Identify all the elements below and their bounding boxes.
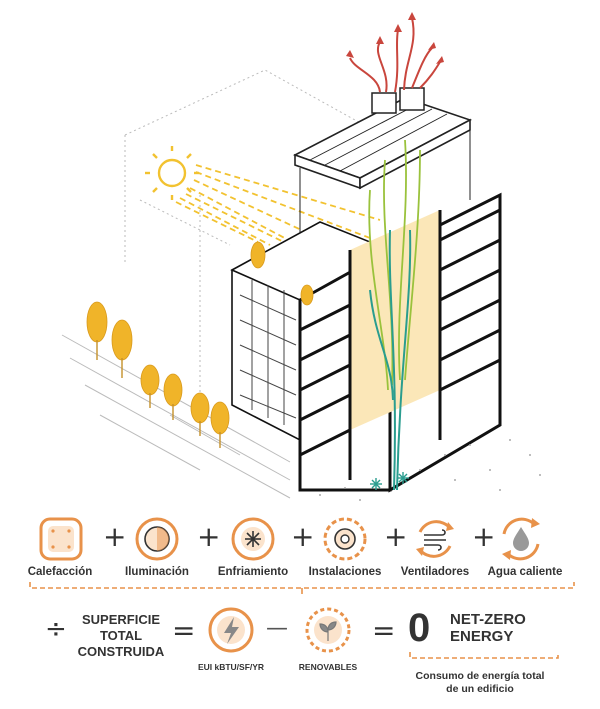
- lighting-icon: [135, 517, 179, 561]
- fresh-air-flows: [368, 139, 421, 391]
- leaf-icon: [305, 607, 351, 653]
- net-zero-energy-title: NET-ZERO ENERGY: [450, 611, 526, 645]
- fans-icon: [416, 520, 454, 558]
- hot-water-icon: [502, 517, 540, 561]
- component-label: Agua caliente: [487, 566, 563, 578]
- geothermal-flows: [369, 229, 412, 491]
- plus-operator: +: [291, 520, 315, 553]
- component-label: Iluminación: [125, 566, 189, 578]
- result-brace: [409, 652, 559, 659]
- chimney-blocks: [371, 87, 425, 114]
- component-label: Ventiladores: [400, 566, 470, 578]
- consumo-caption: Consumo de energía total de un edificio: [415, 670, 545, 695]
- divide-operator: ÷: [45, 614, 67, 644]
- lightning-icon: [208, 607, 254, 653]
- component-label: Instalaciones: [308, 566, 382, 578]
- plus-operator: +: [103, 520, 127, 553]
- energy-components-row: + + + + +: [0, 512, 600, 572]
- sum-brace: [29, 582, 575, 594]
- installations-icon: [323, 517, 367, 561]
- component-label: Enfriamiento: [217, 566, 289, 578]
- facade-windows: [239, 280, 297, 425]
- floor-slabs: [299, 208, 501, 480]
- equals-operator: =: [372, 614, 396, 647]
- plus-operator: +: [384, 520, 408, 553]
- plus-operator: +: [472, 520, 496, 553]
- superficie-total-construida: SUPERFICIE TOTAL CONSTRUIDA: [77, 612, 165, 659]
- ground-texture: [319, 439, 541, 501]
- net-zero-value: 0: [408, 606, 431, 650]
- equals-operator: =: [172, 614, 196, 647]
- roof-collector: [292, 97, 473, 440]
- renovables-label: RENOVABLES: [298, 662, 358, 672]
- building-section-illustration: [61, 12, 541, 501]
- snowflake-icon: [370, 472, 409, 490]
- sun-icon: [145, 146, 199, 200]
- exhaust-arrowheads: [346, 12, 444, 64]
- eui-label: EUI kBTU/SF/YR: [197, 662, 265, 672]
- street-trees: [86, 241, 314, 435]
- exhaust-air-flows: [349, 17, 441, 93]
- cooling-icon: [231, 517, 275, 561]
- plus-operator: +: [197, 520, 221, 553]
- construction-dotted-lines: [124, 69, 401, 420]
- heating-icon: [39, 517, 83, 561]
- component-label: Calefacción: [27, 566, 93, 578]
- minus-operator: —: [266, 616, 288, 641]
- tree-trunks: [96, 340, 221, 448]
